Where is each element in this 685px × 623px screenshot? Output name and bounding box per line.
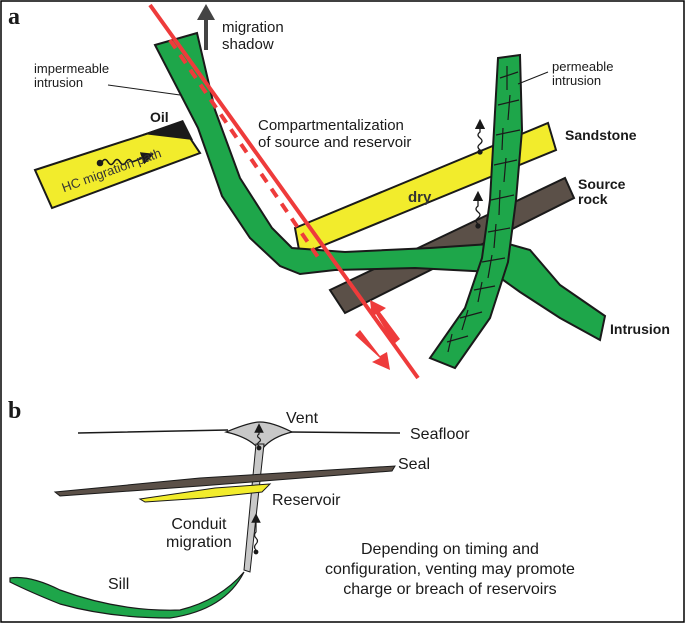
panel-letter-b: b: [8, 398, 22, 424]
conduit-squiggle: [251, 513, 261, 555]
sandstone-right-layer: [293, 121, 558, 257]
seafloor-label: Seafloor: [410, 426, 470, 443]
fault-arrow-up: [370, 300, 400, 344]
vent-squiggle: [254, 423, 264, 451]
panel-letter-a: a: [8, 4, 20, 30]
source-rock-label: Source rock: [578, 176, 626, 208]
sandstone-left-layer: [33, 121, 202, 210]
seafloor-line: [77, 429, 401, 434]
impermeable-intrusion-label: impermeable intrusion: [34, 61, 110, 91]
permeable-intrusion: [428, 53, 524, 370]
oil-accumulation: [143, 120, 193, 140]
reservoir-layer: [138, 483, 272, 503]
migration-shadow-arrow: [197, 4, 215, 50]
fault-line: [148, 3, 420, 380]
fault-arrow-down: [355, 330, 390, 370]
migration-shadow-label: migration shadow: [222, 19, 284, 53]
migration-squiggle-upper: [474, 118, 486, 155]
intrusion-label: Intrusion: [610, 321, 670, 337]
fault-dashes: [168, 38, 322, 262]
sill-label: Sill: [108, 576, 130, 593]
permeable-intrusion-label: permeable intrusion: [552, 59, 614, 89]
vent-mound: [224, 421, 294, 449]
intrusion-fractures: [446, 66, 521, 353]
migration-squiggle-lower: [472, 190, 484, 229]
reservoir-label: Reservoir: [272, 492, 341, 509]
sill-body: [9, 571, 245, 619]
sandstone-label: Sandstone: [565, 127, 637, 143]
venting-caption: Depending on timing and configuration, v…: [325, 541, 575, 598]
dry-label: dry: [408, 189, 432, 206]
conduit-migration-label: Conduit migration: [166, 516, 232, 551]
seal-layer: [53, 465, 396, 497]
impermeable-leader: [107, 84, 181, 96]
compartmentalization-label: Compartmentalization of source and reser…: [258, 117, 412, 151]
vent-label: Vent: [286, 410, 319, 427]
hc-migration-arrow: [96, 152, 154, 167]
oil-label: Oil: [150, 109, 169, 125]
seal-label: Seal: [398, 456, 431, 473]
permeable-leader: [517, 71, 549, 85]
